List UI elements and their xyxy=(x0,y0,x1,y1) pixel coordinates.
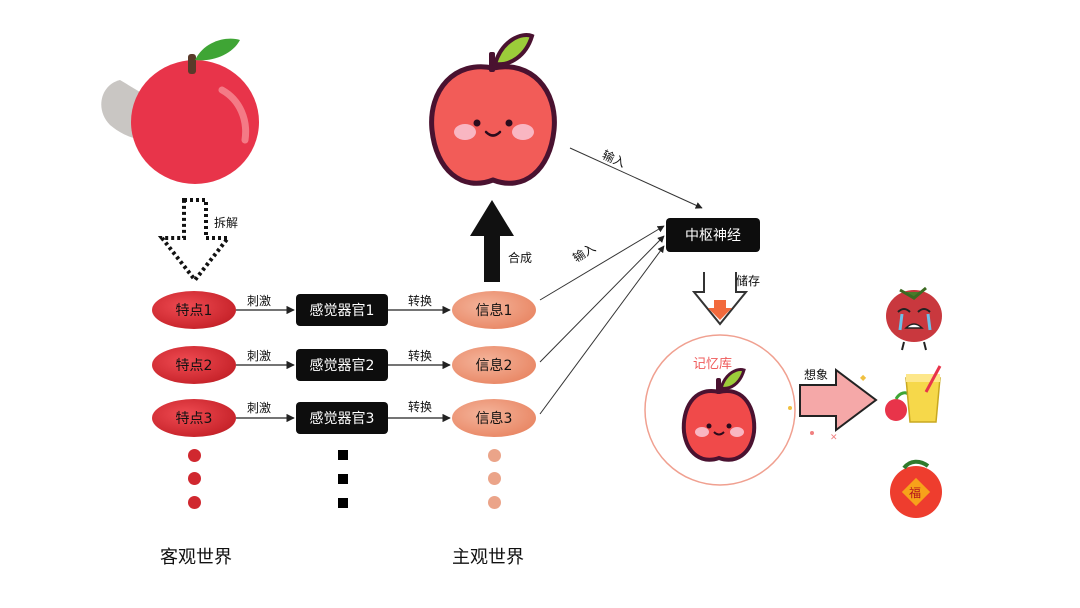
objective-world-label: 客观世界 xyxy=(160,547,232,568)
imagine-label: 想象 xyxy=(804,368,829,382)
info-node-2: 信息2 xyxy=(452,346,536,384)
feature-node-2: 特点2 xyxy=(152,346,236,384)
svg-text:✕: ✕ xyxy=(830,433,838,443)
decompose-label: 拆解 xyxy=(214,216,239,230)
sense-ellipsis-square xyxy=(338,498,348,508)
input-arrows xyxy=(539,147,703,415)
orange-fu-icon xyxy=(890,459,942,518)
convert-label-2: 转换 xyxy=(408,349,433,363)
stimulus-label-2: 刺激 xyxy=(247,349,272,363)
feature-node-3: 特点3 xyxy=(152,399,236,437)
down-arrow-icon xyxy=(691,272,749,326)
memory-apple-icon xyxy=(681,368,757,462)
feature-ellipsis-dot xyxy=(188,496,201,509)
synthesize-arrow-icon xyxy=(470,200,514,282)
subjective-world-label: 主观世界 xyxy=(452,547,524,568)
feature-ellipsis-dot xyxy=(188,472,201,485)
sense-organ-node-1: 感觉器官1 xyxy=(296,294,388,326)
info-ellipsis-dot xyxy=(488,449,501,462)
apple-icon xyxy=(101,38,259,184)
sense-ellipsis-square xyxy=(338,450,348,460)
central-nerve-node: 中枢神经 xyxy=(666,218,760,252)
svg-text:◆: ◆ xyxy=(860,373,867,382)
info-ellipsis-dot xyxy=(488,472,501,485)
juice-icon xyxy=(905,365,942,423)
right-arrow-icon: ✕ ◆ xyxy=(788,368,878,443)
feature-ellipsis-dot xyxy=(188,449,201,462)
sense-organ-node-2: 感觉器官2 xyxy=(296,349,388,381)
convert-label-1: 转换 xyxy=(408,294,433,308)
smiling-apple-icon xyxy=(429,33,557,186)
info-ellipsis-dot xyxy=(488,496,501,509)
info-node-3: 信息3 xyxy=(452,399,536,437)
stimulus-label-3: 刺激 xyxy=(247,401,272,415)
memory-title: 记忆库 xyxy=(693,357,733,372)
fu-char: 福 xyxy=(909,486,922,500)
synthesize-label: 合成 xyxy=(508,251,533,265)
small-apple-icon xyxy=(885,391,910,421)
decompose-arrow-icon xyxy=(157,198,233,284)
sense-organ-node-3: 感觉器官3 xyxy=(296,402,388,434)
store-label: 储存 xyxy=(736,274,761,288)
convert-label-3: 转换 xyxy=(408,400,433,414)
row-arrows xyxy=(236,305,451,423)
info-node-1: 信息1 xyxy=(452,291,536,329)
stimulus-label-1: 刺激 xyxy=(247,294,272,308)
sense-ellipsis-square xyxy=(338,474,348,484)
crying-apple-icon xyxy=(886,286,942,351)
feature-node-1: 特点1 xyxy=(152,291,236,329)
